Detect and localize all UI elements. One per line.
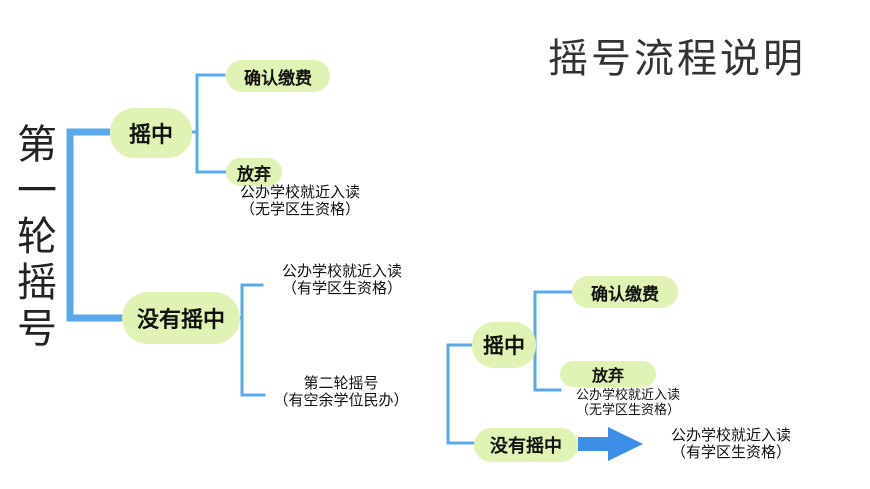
result-line: （无学区生资格） bbox=[575, 402, 680, 418]
round2-lose-node: 没有摇中 bbox=[474, 428, 578, 462]
result-line: （有学区生资格） bbox=[281, 279, 402, 298]
round2-win-node: 摇中 bbox=[472, 322, 536, 368]
root-bracket bbox=[66, 128, 126, 322]
round1-lose-result: 公办学校就近入读 （有学区生资格） bbox=[262, 262, 422, 298]
round2-lose-result: 公办学校就近入读 （有学区生资格） bbox=[648, 426, 814, 462]
root-char: 摇 bbox=[17, 260, 57, 306]
round2-bracket bbox=[446, 343, 476, 445]
root-char: 轮 bbox=[17, 214, 57, 260]
round1-confirm-node: 确认缴费 bbox=[226, 60, 330, 92]
result-line: （无学区生资格） bbox=[239, 200, 360, 219]
page-title: 摇号流程说明 bbox=[548, 36, 806, 82]
round1-abandon-result: 公办学校就近入读 （无学区生资格） bbox=[220, 183, 380, 219]
result-line: 公办学校就近入读 bbox=[670, 426, 791, 444]
root-char: 一 bbox=[17, 168, 57, 214]
result-line: （有学区生资格） bbox=[670, 443, 791, 462]
root-char: 号 bbox=[17, 306, 57, 352]
round2-abandon-node: 放弃 bbox=[560, 361, 656, 387]
round1-win-node: 摇中 bbox=[110, 108, 192, 158]
result-line: 公办学校就近入读 bbox=[575, 388, 680, 403]
result-line: 公办学校就近入读 bbox=[239, 183, 360, 201]
round1-win-bracket bbox=[195, 73, 228, 174]
second-round-title: 第二轮摇号 bbox=[303, 374, 379, 392]
round1-root-label: 第 一 轮 摇 号 bbox=[14, 122, 60, 352]
second-round-node: 第二轮摇号 （有空余学位民办） bbox=[256, 374, 426, 410]
round1-lose-bracket bbox=[240, 283, 266, 397]
result-line: 公办学校就近入读 bbox=[281, 262, 402, 280]
round1-lose-node: 没有摇中 bbox=[122, 292, 240, 344]
round1-abandon-node: 放弃 bbox=[226, 158, 282, 186]
second-round-subtitle: （有空余学位民办） bbox=[273, 391, 409, 410]
root-char: 第 bbox=[17, 122, 57, 168]
round2-confirm-node: 确认缴费 bbox=[572, 276, 678, 308]
round2-lose-arrow bbox=[578, 427, 643, 461]
round2-abandon-result: 公办学校就近入读 （无学区生资格） bbox=[548, 388, 708, 419]
